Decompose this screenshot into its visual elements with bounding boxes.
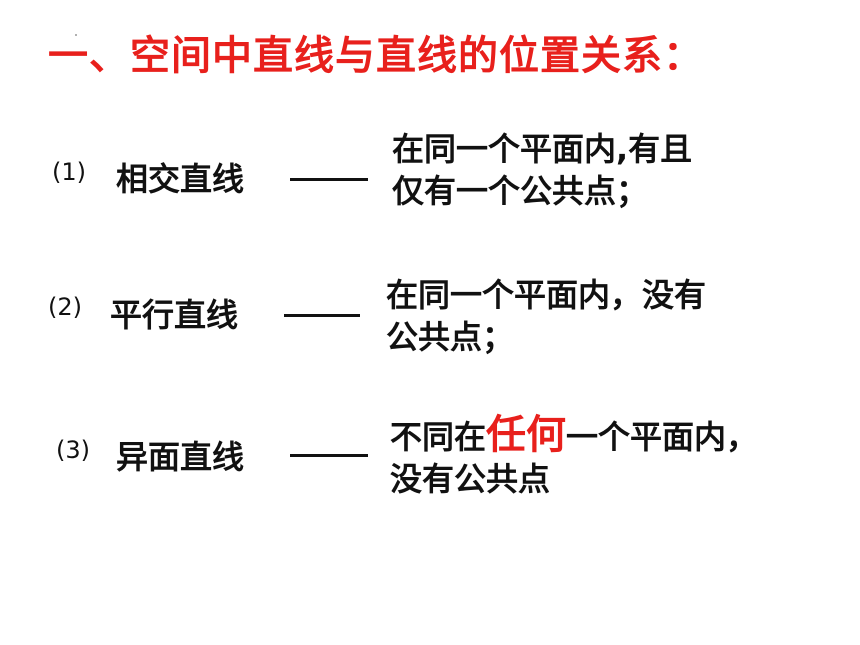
description-line: 在同一个平面内，没有 [386, 276, 707, 314]
item-number: (1) [52, 158, 86, 186]
item-dash [284, 314, 360, 317]
item-description: 不同在任何一个平面内， 没有公共点 [390, 414, 758, 500]
item-dash [290, 178, 368, 181]
item-dash [290, 454, 368, 457]
description-line: 不同在任何一个平面内， [390, 414, 758, 458]
decorative-dot [75, 34, 77, 36]
item-term: 平行直线 [110, 296, 239, 334]
item-description: 在同一个平面内,有且 仅有一个公共点； [392, 128, 692, 212]
item-number: (3) [56, 436, 90, 464]
emphasis-text: 任何 [486, 412, 567, 458]
item-term: 相交直线 [116, 160, 245, 198]
description-line: 仅有一个公共点； [392, 172, 649, 210]
description-line: 没有公共点 [390, 460, 551, 498]
description-text: 一个平面内， [566, 418, 759, 456]
slide-title: 一、空间中直线与直线的位置关系： [48, 33, 704, 79]
description-line: 公共点； [386, 318, 515, 356]
item-term: 异面直线 [116, 438, 245, 476]
item-description: 在同一个平面内，没有 公共点； [386, 274, 706, 358]
item-number: (2) [48, 293, 82, 321]
description-text: 不同在 [390, 418, 487, 456]
description-line: 在同一个平面内,有且 [392, 130, 693, 168]
